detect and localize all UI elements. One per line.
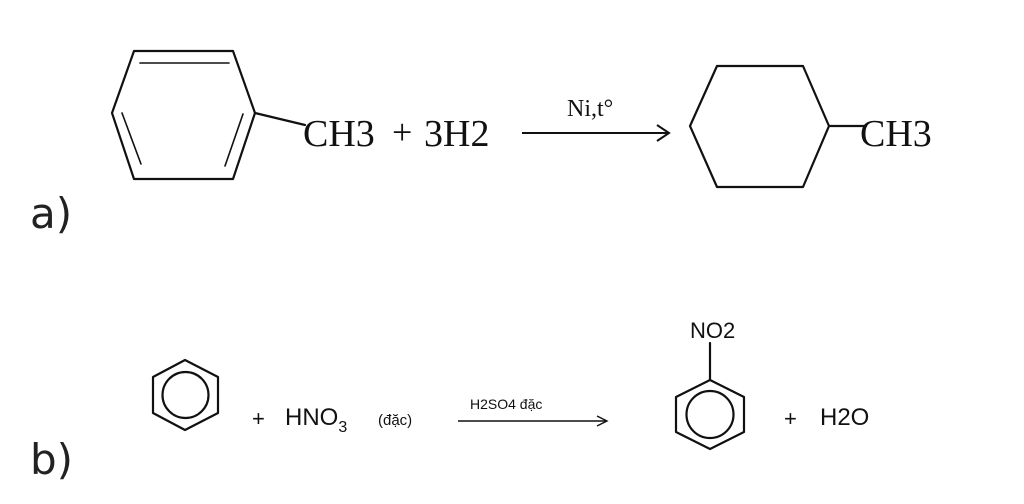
reactant-ch3: CH3 <box>303 113 375 155</box>
plus-sign-a: + <box>392 112 412 152</box>
benzene-reactant <box>151 358 220 432</box>
methyl-bond <box>253 111 307 127</box>
nitro-group: NO2 <box>690 318 735 343</box>
plus-sign-b1: + <box>252 406 265 431</box>
cyclohexane-hexagon <box>688 64 831 189</box>
benzene-hexagon <box>110 49 257 181</box>
aromatic-circle <box>161 370 210 420</box>
catalyst-label: H2SO4 đặc <box>470 396 542 412</box>
reaction-a: CH3 + 3H2 Ni,t° CH3 a) <box>30 49 932 238</box>
water-byproduct: H2O <box>820 404 869 431</box>
toluene-ring <box>110 49 307 181</box>
arrowhead-b <box>596 415 609 427</box>
cyclohexane-ring <box>688 64 868 189</box>
nitrobenzene-product <box>674 341 746 451</box>
nitric-acid-formula: HNO <box>285 404 338 431</box>
nitric-acid: HNO3 <box>285 404 347 436</box>
nitric-acid-note: (đặc) <box>378 412 412 429</box>
plus-sign-b2: + <box>784 406 797 431</box>
product-ch3: CH3 <box>860 113 932 155</box>
benzene-hexagon-b <box>151 358 220 432</box>
arrowhead-a <box>656 124 671 142</box>
reaction-b: + HNO3 (đặc) H2SO4 đặc NO2 + H2O b) <box>30 318 869 484</box>
nitrobenzene-hexagon <box>674 378 746 451</box>
aromatic-circle-product <box>685 389 735 440</box>
hydrogen-reagent: 3H2 <box>424 113 489 155</box>
double-bond-left <box>121 112 142 165</box>
conditions-label: Ni,t° <box>567 96 613 122</box>
label-a: a) <box>30 189 72 238</box>
nitric-acid-subscript: 3 <box>338 419 347 436</box>
label-b: b) <box>30 435 73 484</box>
double-bond-right <box>224 113 244 167</box>
